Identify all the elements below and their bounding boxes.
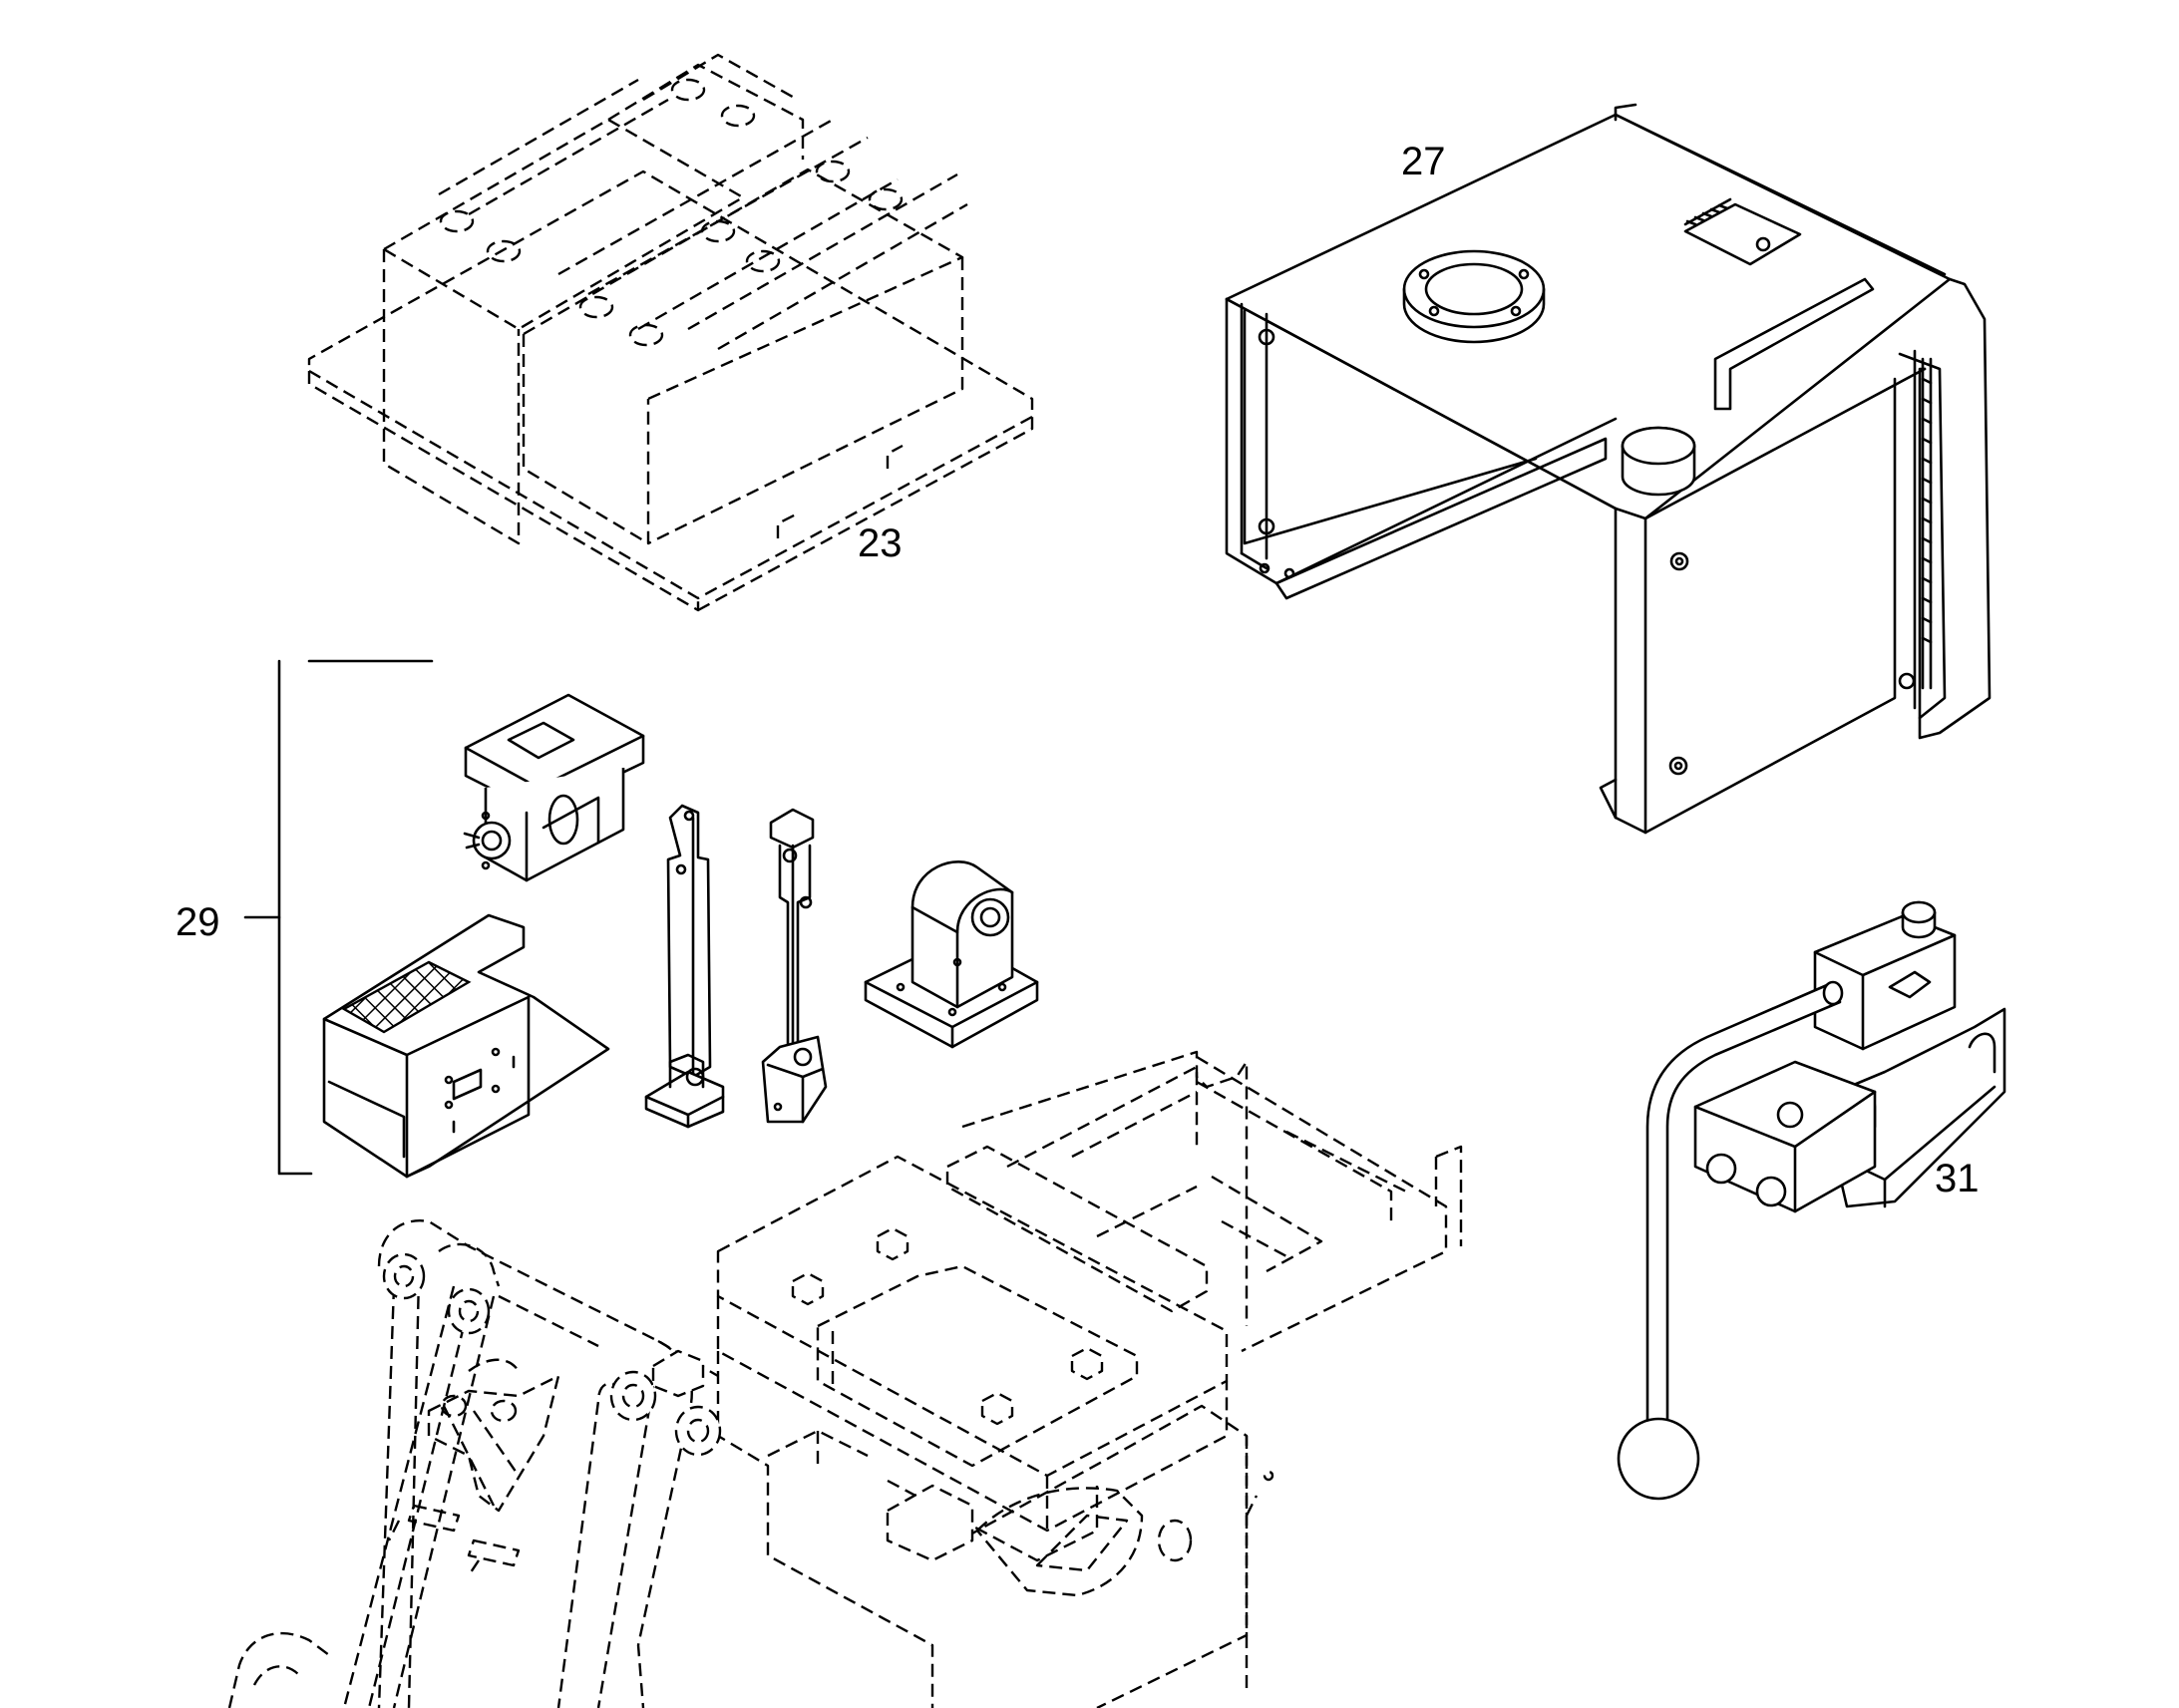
machine-frame-reference [227, 1050, 1463, 1708]
cover-hood-27 [1225, 103, 1992, 835]
callout-23: 23 [858, 521, 903, 565]
mounting-kit-29 [243, 659, 1039, 1179]
callout-31: 31 [1935, 1157, 1980, 1200]
callout-29: 29 [176, 900, 220, 944]
lever-assembly-31 [1617, 900, 2006, 1501]
callout-27: 27 [1401, 140, 1446, 183]
battery-assembly-23 [307, 53, 1034, 612]
